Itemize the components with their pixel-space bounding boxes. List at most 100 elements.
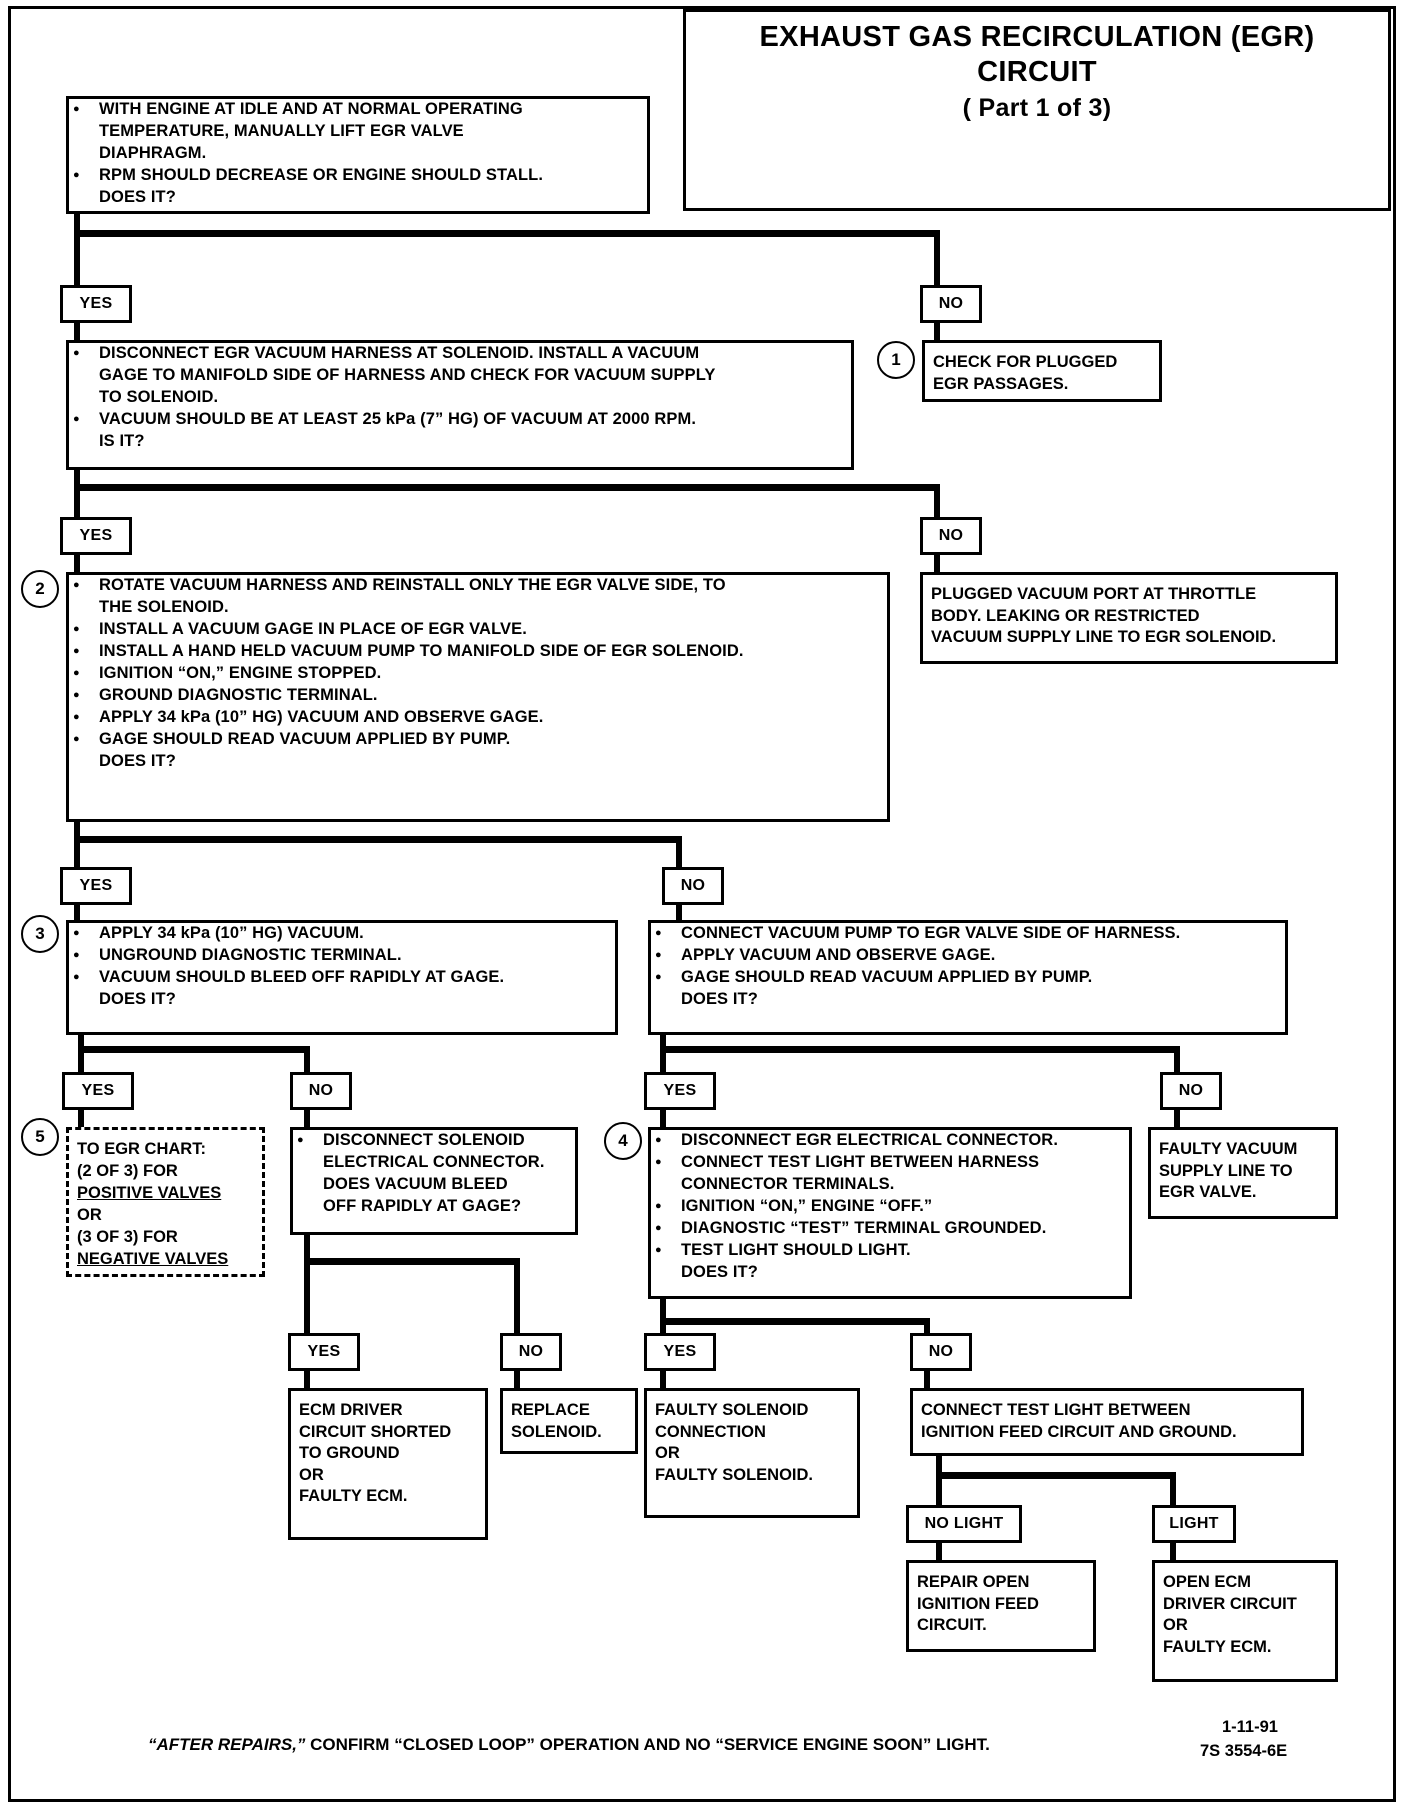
list-item: DOES IT?	[681, 990, 758, 1008]
list-item: OFF RAPIDLY AT GAGE?	[323, 1197, 522, 1215]
connect-test-light-ignition-text: CONNECT TEST LIGHT BETWEEN IGNITION FEED…	[913, 1391, 1301, 1449]
connector-step3-no-drop	[676, 836, 682, 886]
marker-3: 3	[21, 915, 59, 953]
list-item: VACUUM SHOULD BE AT LEAST 25 kPa (7” HG)…	[69, 408, 851, 430]
chart-date: 1-11-91	[1222, 1718, 1278, 1736]
connector-right4-yes-drop	[660, 1046, 666, 1090]
connector-step3-yes-drop	[74, 836, 80, 886]
connector-lightcheck-bus	[936, 1472, 1176, 1479]
connector-lightcheck-stem	[936, 1456, 942, 1480]
text-line: CIRCUIT.	[917, 1616, 987, 1634]
left4-yes-tag: YES	[62, 1072, 134, 1110]
test-light-check-bullets: DISCONNECT EGR ELECTRICAL CONNECTOR. CON…	[651, 1129, 1129, 1283]
plugged-vacuum-port-box: PLUGGED VACUUM PORT AT THROTTLE BODY. LE…	[920, 572, 1338, 664]
list-item: INSTALL A HAND HELD VACUUM PUMP TO MANIF…	[69, 640, 887, 662]
text-line: (3 OF 3) FOR	[77, 1228, 178, 1246]
text-line: EGR VALVE.	[1159, 1183, 1257, 1201]
connector-right4-yes-down	[660, 1107, 666, 1127]
ecm-driver-shorted-text: ECM DRIVER CIRCUIT SHORTED TO GROUND OR …	[291, 1391, 485, 1514]
list-item: GAGE TO MANIFOLD SIDE OF HARNESS AND CHE…	[99, 366, 716, 384]
testlight-yes-tag: YES	[644, 1333, 716, 1371]
list-item: DIAPHRAGM.	[99, 144, 207, 162]
text-line: OPEN ECM	[1163, 1573, 1252, 1591]
connector-step1-yes-drop	[74, 230, 80, 286]
repair-open-ignition-feed-text: REPAIR OPEN IGNITION FEED CIRCUIT.	[909, 1563, 1093, 1643]
list-item: CONNECT VACUUM PUMP TO EGR VALVE SIDE OF…	[651, 922, 1285, 944]
step3-yes-tag: YES	[60, 867, 132, 905]
step1-yes-tag: YES	[60, 285, 132, 323]
step-4-right-box: CONNECT VACUUM PUMP TO EGR VALVE SIDE OF…	[648, 920, 1288, 1035]
title-line-1: EXHAUST GAS RECIRCULATION (EGR)	[759, 21, 1315, 53]
list-item: UNGROUND DIAGNOSTIC TERMINAL.	[69, 944, 615, 966]
testlight-no-tag: NO	[910, 1333, 972, 1371]
step1-no-tag: NO	[920, 285, 982, 323]
open-ecm-driver-circuit-text: OPEN ECM DRIVER CIRCUIT OR FAULTY ECM.	[1155, 1563, 1335, 1664]
text-line: OR	[655, 1444, 680, 1462]
solenoid-no-tag: NO	[500, 1333, 562, 1371]
egr-chart-reference-text: TO EGR CHART: (2 OF 3) FOR POSITIVE VALV…	[69, 1130, 262, 1276]
list-item: APPLY 34 kPa (10” HG) VACUUM.	[69, 922, 615, 944]
connector-testlight-bus	[660, 1318, 930, 1325]
list-item: APPLY 34 kPa (10” HG) VACUUM AND OBSERVE…	[69, 706, 887, 728]
connector-step1-no-to-result	[934, 320, 940, 342]
after-repairs-note: “AFTER REPAIRS,” CONFIRM “CLOSED LOOP” O…	[148, 1735, 1148, 1755]
text-line: OR	[1163, 1616, 1188, 1634]
list-item: CONNECTOR TERMINALS.	[681, 1175, 895, 1193]
text-line: TO GROUND	[299, 1444, 400, 1462]
text-line: REPLACE	[511, 1401, 590, 1419]
repair-open-ignition-feed-box: REPAIR OPEN IGNITION FEED CIRCUIT.	[906, 1560, 1096, 1652]
after-repairs-rest: CONFIRM “CLOSED LOOP” OPERATION AND NO “…	[305, 1735, 990, 1754]
list-item: TEMPERATURE, MANUALLY LIFT EGR VALVE	[99, 122, 464, 140]
list-item: IGNITION “ON,” ENGINE “OFF.”	[651, 1195, 1129, 1217]
text-line: (2 OF 3) FOR	[77, 1162, 178, 1180]
marker-2: 2	[21, 570, 59, 608]
text-line: CONNECT TEST LIGHT BETWEEN	[921, 1401, 1191, 1419]
light-tag: LIGHT	[1152, 1505, 1236, 1543]
connector-nolight-drop	[936, 1472, 942, 1516]
test-light-check-box: DISCONNECT EGR ELECTRICAL CONNECTOR. CON…	[648, 1127, 1132, 1299]
text-line: FAULTY ECM.	[299, 1487, 408, 1505]
list-item: DOES VACUUM BLEED	[323, 1175, 508, 1193]
list-item: WITH ENGINE AT IDLE AND AT NORMAL OPERAT…	[69, 98, 647, 120]
list-item: DISCONNECT SOLENOID	[293, 1129, 575, 1151]
list-item: TEST LIGHT SHOULD LIGHT.	[651, 1239, 1129, 1261]
connector-light-down	[1170, 1540, 1176, 1560]
text-line: SUPPLY LINE TO	[1159, 1161, 1293, 1180]
connector-solenoid-no-down	[514, 1368, 520, 1388]
list-item: ROTATE VACUUM HARNESS AND REINSTALL ONLY…	[69, 574, 887, 596]
connector-step2-yes-to-step3	[74, 552, 80, 574]
replace-solenoid-box: REPLACE SOLENOID.	[500, 1388, 638, 1454]
text-line: BODY. LEAKING OR RESTRICTED	[931, 606, 1200, 625]
text-line: ECM DRIVER	[299, 1401, 403, 1419]
connector-left4-stem	[78, 1035, 84, 1053]
connector-right4-no-down	[1174, 1107, 1180, 1127]
text-line: FAULTY ECM.	[1163, 1637, 1272, 1656]
connector-right4-bus	[660, 1046, 1180, 1053]
list-item: APPLY VACUUM AND OBSERVE GAGE.	[651, 944, 1285, 966]
list-item: INSTALL A VACUUM GAGE IN PLACE OF EGR VA…	[69, 618, 887, 640]
text-line: PLUGGED VACUUM PORT AT THROTTLE	[931, 585, 1257, 603]
list-item: DOES IT?	[99, 990, 176, 1008]
text-line: CIRCUIT SHORTED	[299, 1422, 452, 1441]
open-ecm-driver-circuit-box: OPEN ECM DRIVER CIRCUIT OR FAULTY ECM.	[1152, 1560, 1338, 1682]
marker-5: 5	[21, 1118, 59, 1156]
connector-testlight-yes-down	[660, 1368, 666, 1388]
list-item: ELECTRICAL CONNECTOR.	[323, 1153, 545, 1171]
connector-step3-no-down	[676, 902, 682, 922]
step2-yes-tag: YES	[60, 517, 132, 555]
connector-left4-yes-drop	[78, 1046, 84, 1090]
step-3-bullets: ROTATE VACUUM HARNESS AND REINSTALL ONLY…	[69, 574, 887, 772]
check-plugged-egr-passages-box: CHECK FOR PLUGGED EGR PASSAGES.	[922, 340, 1162, 402]
text-line: OR	[299, 1465, 324, 1484]
connector-solenoid-no-drop	[514, 1258, 520, 1338]
negative-valves-label: NEGATIVE VALVES	[77, 1250, 229, 1268]
step-2-box: DISCONNECT EGR VACUUM HARNESS AT SOLENOI…	[66, 340, 854, 470]
step3-no-tag: NO	[662, 867, 724, 905]
connector-left4-yes-down	[78, 1107, 84, 1127]
connector-solenoid-yes-down	[304, 1368, 310, 1388]
list-item: CONNECT TEST LIGHT BETWEEN HARNESS	[651, 1151, 1129, 1173]
list-item: DOES IT?	[99, 188, 176, 206]
connector-nolight-down	[936, 1540, 942, 1560]
list-item: DOES IT?	[681, 1263, 758, 1281]
check-plugged-egr-passages-text: CHECK FOR PLUGGED EGR PASSAGES.	[925, 343, 1159, 401]
